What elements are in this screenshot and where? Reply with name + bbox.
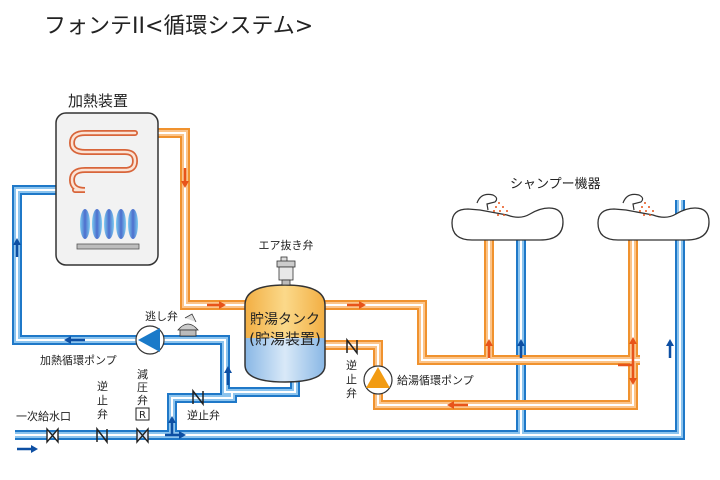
pressure-valve-label-1: 減 (137, 367, 148, 381)
heater-label: 加熱装置 (68, 92, 128, 110)
arrow-up-icon (13, 238, 21, 257)
shampoo-basin-1 (451, 193, 564, 241)
water-spray-icon (639, 202, 654, 216)
check-valve-3-label-2: 止 (346, 373, 357, 386)
air-vent-label: エア抜き弁 (259, 238, 314, 252)
check-valve-3-label-1: 逆 (346, 358, 357, 372)
check-valve-icon (346, 337, 358, 356)
arrow-right-icon (207, 301, 226, 309)
check-valve-1-label-1: 逆 (97, 379, 108, 393)
check-valve-3-label-3: 弁 (346, 386, 357, 400)
check-valve-2-label: 逆止弁 (187, 408, 220, 422)
pressure-valve-badge: R (139, 410, 146, 421)
arrow-up-icon (666, 339, 674, 358)
gate-valve-icon (46, 427, 59, 444)
pressure-valve-label-2: 圧 (137, 381, 148, 394)
arrow-up-icon (224, 366, 232, 385)
water-spray-icon (493, 202, 508, 216)
burner-plate (76, 243, 140, 250)
page-title: フォンテII<循環システム> (44, 14, 314, 39)
air-vent-icon (276, 256, 296, 286)
tank-label-line2: (貯湯装置) (249, 330, 321, 348)
heating-pump-label: 加熱循環ポンプ (40, 354, 117, 367)
arrow-up-icon (517, 339, 525, 358)
heater (55, 112, 159, 266)
tank-label-line1: 貯湯タンク (250, 311, 320, 328)
arrow-both-icon (618, 337, 637, 385)
shower-head-icon (476, 193, 498, 211)
flow-arrows (13, 168, 674, 453)
shampoo-basin-2 (597, 193, 710, 241)
check-valve-1-label-2: 止 (97, 394, 108, 407)
check-valve-icon (192, 388, 204, 407)
arrow-up-icon (485, 339, 493, 358)
shower-head-icon (622, 193, 644, 211)
heating-pump-icon (135, 325, 165, 355)
water-inlet-label: 一次給水口 (16, 409, 71, 423)
arrow-left-icon (64, 336, 85, 344)
shampoo-label: シャンプー機器 (510, 177, 601, 192)
check-valve-1-label-3: 弁 (97, 407, 108, 421)
arrow-right-icon (17, 445, 38, 453)
supply-pump-label: 給湯循環ポンプ (397, 373, 474, 387)
pressure-valve-label-3: 弁 (137, 393, 148, 407)
arrow-right-icon (347, 301, 366, 309)
relief-valve-label: 逃し弁 (145, 309, 178, 323)
arrow-left-icon (447, 401, 468, 409)
check-valve-icon (96, 426, 108, 445)
arrow-tee-icon (165, 416, 186, 439)
tank-icon (244, 284, 326, 383)
burner-flame-icon (80, 209, 138, 239)
relief-valve-icon (177, 313, 199, 337)
pressure-reducing-valve-icon: R (135, 407, 150, 444)
supply-pump-icon (363, 365, 393, 395)
arrow-down-icon (181, 168, 189, 188)
